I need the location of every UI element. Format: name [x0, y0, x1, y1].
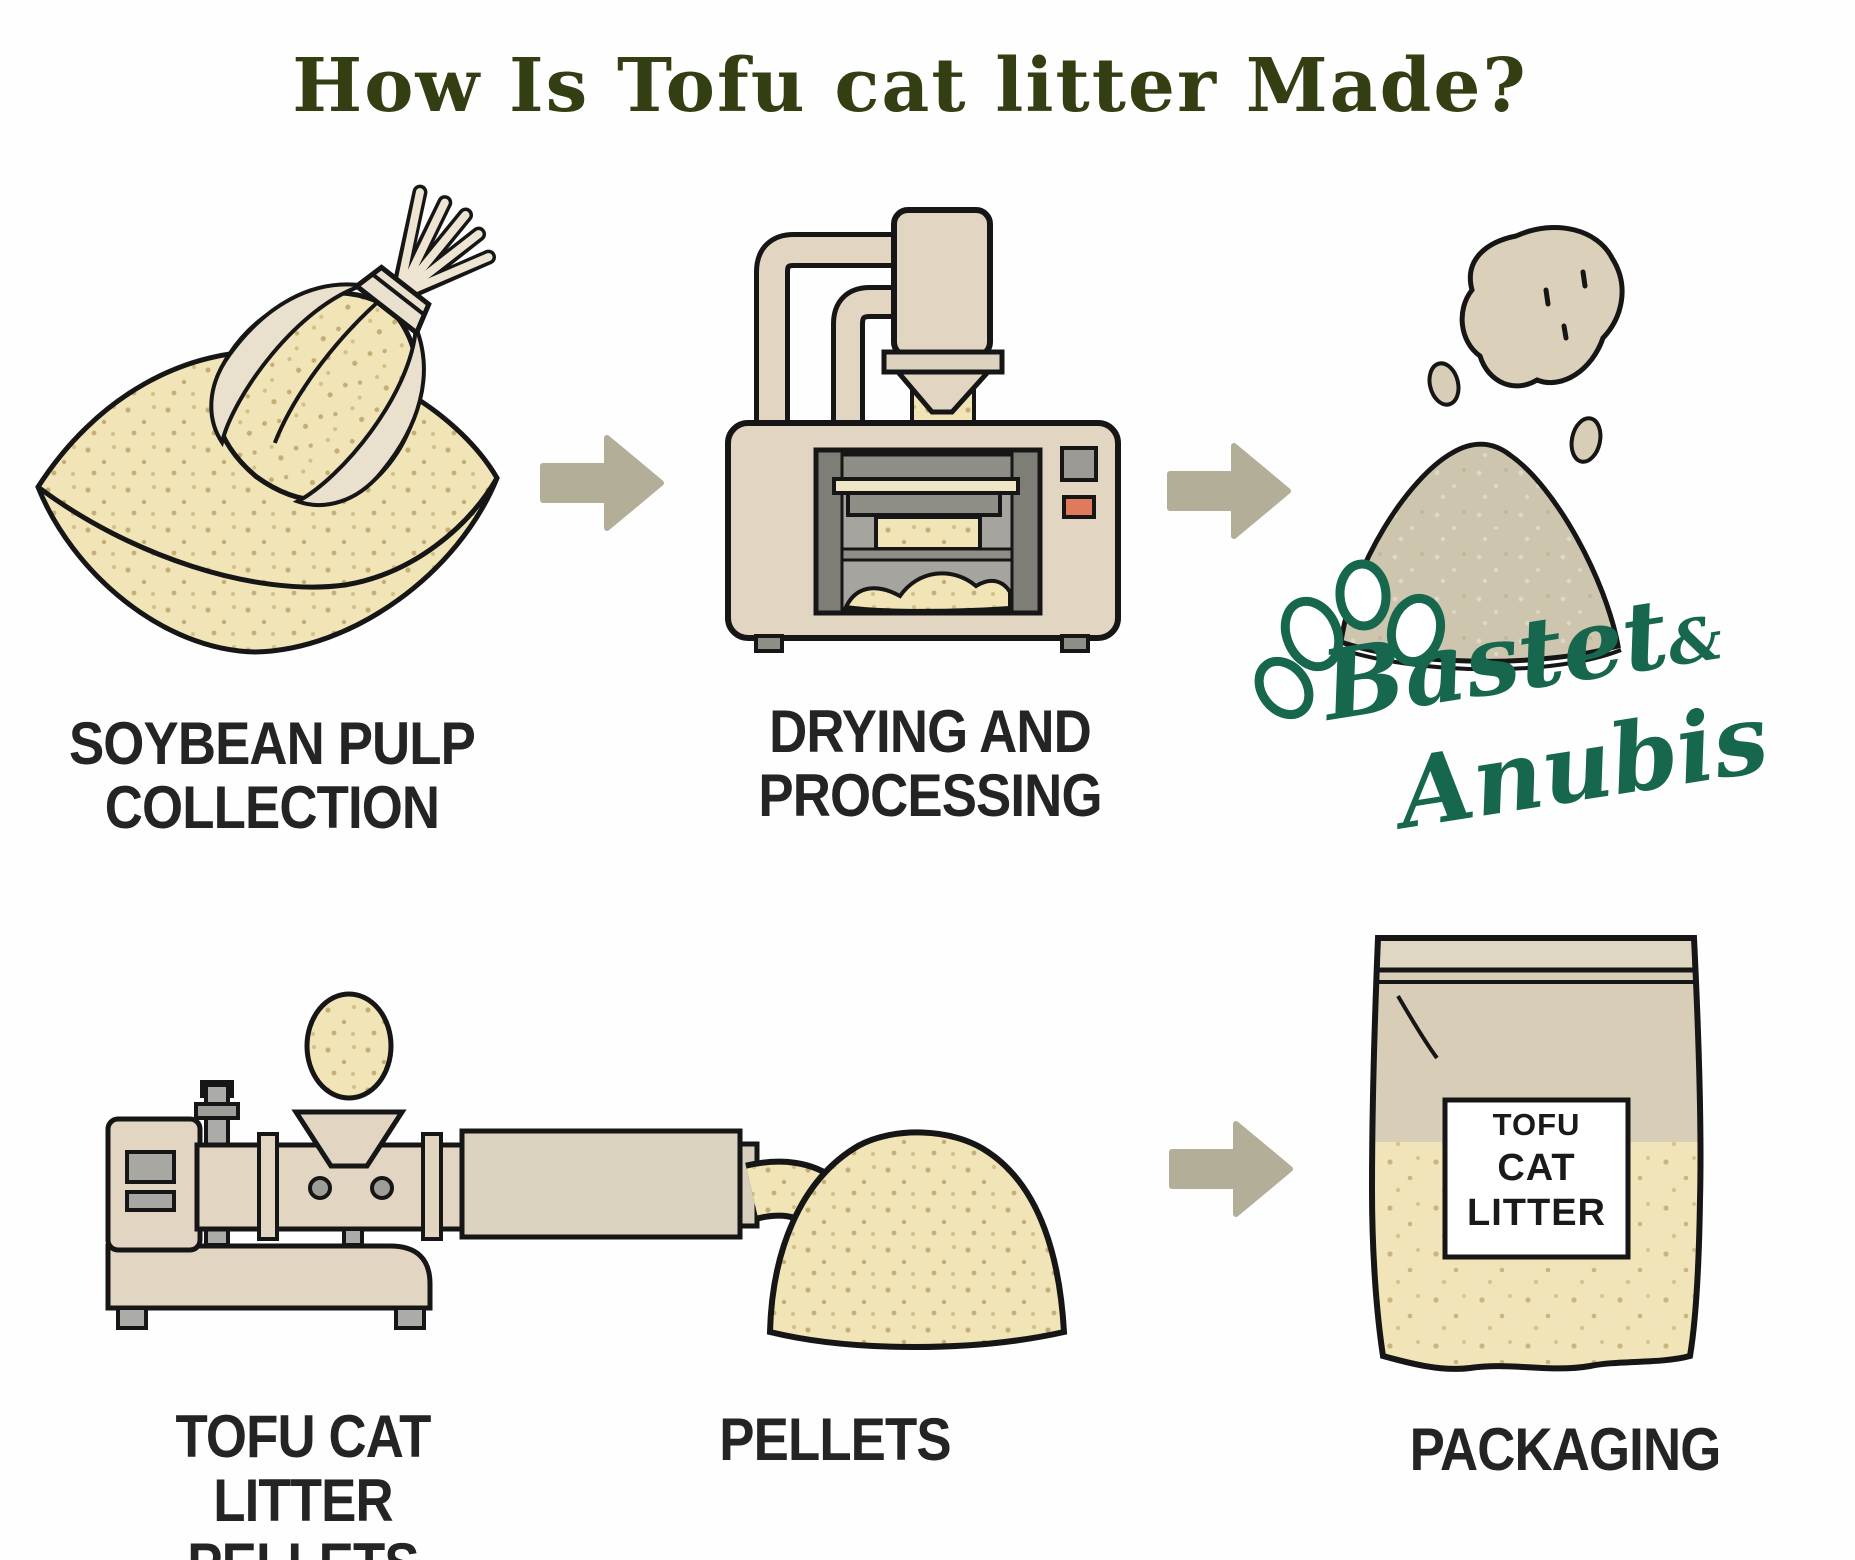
brand-logo-ampersand: & — [1662, 602, 1728, 681]
soybean-pulp-illustration — [35, 184, 500, 655]
label-tofu-cat-litter-pellets: TOFU CAT LITTER PELLETS — [175, 1403, 432, 1560]
extruder-machine-illustration — [105, 991, 760, 1330]
bag-label-panel — [1442, 1097, 1631, 1260]
page-title: How Is Tofu cat litter Made? — [292, 43, 1528, 129]
label-pellets: PELLETS — [719, 1406, 951, 1473]
arrow-right-icon — [540, 435, 664, 531]
bag-label: TOFU CAT LITTER — [1467, 1107, 1606, 1234]
paw-print-icon — [1254, 559, 1446, 720]
pellets-illustration — [745, 1129, 1068, 1350]
machine-button-orange — [1062, 495, 1096, 519]
packaging-bag-illustration — [1368, 935, 1704, 1372]
pulp-bag — [209, 184, 496, 508]
label-soybean-pulp-collection: SOYBEAN PULP COLLECTION — [68, 710, 476, 841]
machine-button-gray — [1060, 446, 1098, 482]
drying-machine-illustration — [725, 207, 1121, 653]
arrow-right-icon — [1169, 1121, 1293, 1217]
label-packaging: PACKAGING — [1409, 1416, 1722, 1483]
label-drying-and-processing: DRYING AND PROCESSING — [758, 698, 1102, 829]
arrow-right-icon — [1167, 443, 1291, 539]
